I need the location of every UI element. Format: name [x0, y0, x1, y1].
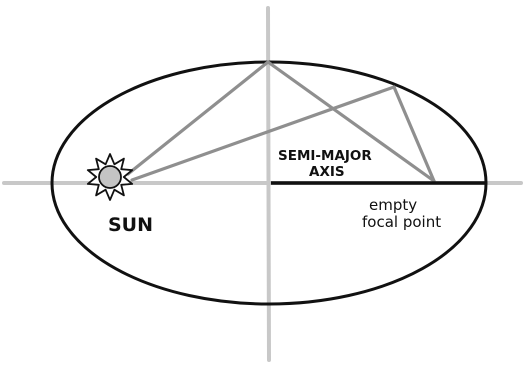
- sun-icon: [88, 154, 132, 200]
- focal-point-label-line2: focal point: [362, 213, 441, 231]
- semi-major-axis-label-line2: AXIS: [309, 164, 345, 180]
- semi-major-axis-label-line1: SEMI-MAJOR: [278, 148, 372, 164]
- ray-sun-to-upper-right: [132, 87, 394, 180]
- focal-point-label-line1: empty: [369, 196, 417, 214]
- sun-label: SUN: [108, 214, 153, 236]
